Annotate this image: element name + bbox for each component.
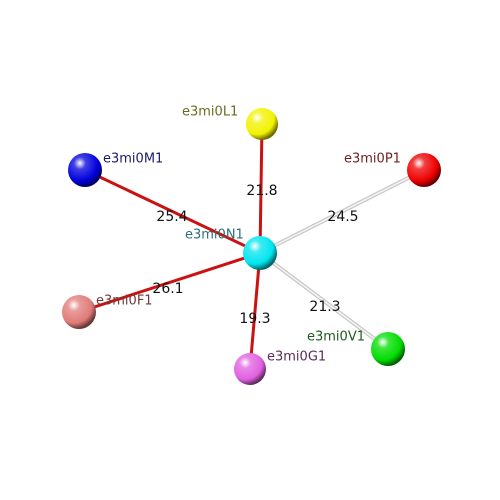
node-f1-sphere[interactable] [62,295,96,329]
node-label-n1: e3mi0N1 [185,228,244,243]
edge-f1 [77,251,262,314]
distance-label-g1: 19.3 [239,311,270,327]
node-m1-sphere[interactable] [68,153,102,187]
node-label-m1: e3mi0M1 [103,152,163,167]
edge-highlight-v1 [259,252,389,350]
distance-label-p1: 24.5 [327,209,358,225]
node-label-l1: e3mi0L1 [182,105,238,120]
distance-label-l1: 21.8 [246,183,277,199]
edge-layer [77,122,426,371]
node-label-p1: e3mi0P1 [344,152,401,167]
edge-g1 [248,251,262,371]
node-layer [62,108,441,385]
node-l1-sphere[interactable] [246,108,278,140]
node-v1-sphere[interactable] [371,332,405,366]
distance-label-m1: 25.4 [156,209,187,225]
node-p1-sphere[interactable] [407,153,441,187]
node-g1-sphere[interactable] [234,353,266,385]
node-label-f1: e3mi0F1 [96,294,153,309]
node-label-g1: e3mi0G1 [267,350,326,365]
distance-label-v1: 21.3 [309,299,340,315]
distance-label-f1: 26.1 [152,281,183,297]
edge-l1 [258,122,264,255]
edge-highlight-p1 [259,169,425,254]
distance-label-layer: 21.8 25.4 24.5 26.1 19.3 21.3 [152,183,358,327]
node-label-layer: e3mi0L1 e3mi0M1 e3mi0P1 e3mi0F1 e3mi0G1 e3mi0… [96,105,401,365]
node-label-v1: e3mi0V1 [307,330,365,345]
node-n1-sphere[interactable] [243,236,277,270]
edge-m1 [83,168,262,255]
